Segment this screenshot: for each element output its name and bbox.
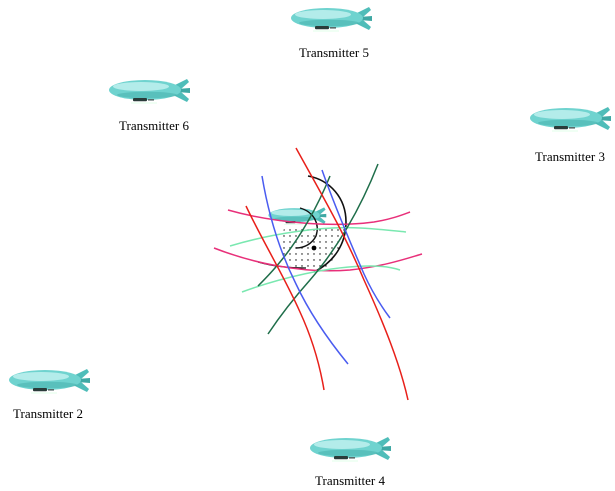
curve-pink-lower xyxy=(213,247,423,272)
transmitter-4: Transmitter 4 xyxy=(309,436,392,488)
transmitter-label: Transmitter 6 xyxy=(119,118,189,133)
transmitter-5: Transmitter 5 xyxy=(290,6,373,60)
curve-red-1 xyxy=(295,147,409,401)
blimp-icon xyxy=(529,106,612,132)
transmitter-6: Transmitter 6 xyxy=(108,78,191,133)
blimp-icon xyxy=(290,6,373,32)
transmitter-2: Transmitter 2 xyxy=(8,368,91,421)
transmitter-3: Transmitter 3 xyxy=(529,106,612,164)
blimp-icon xyxy=(8,368,91,394)
transmitter-label: Transmitter 4 xyxy=(315,473,385,488)
blimp-icon xyxy=(108,78,191,104)
estimate-point-icon xyxy=(311,245,317,251)
curve-blue-2 xyxy=(321,169,391,319)
transmitter-label: Transmitter 5 xyxy=(299,45,369,60)
curve-pink-upper xyxy=(227,209,411,226)
curve-darkgreen-1 xyxy=(267,163,379,335)
curve-blue-1 xyxy=(261,175,349,365)
curve-red-2 xyxy=(245,205,325,391)
localization-region xyxy=(213,147,423,401)
blimp-icon xyxy=(309,436,392,462)
transmitter-label: Transmitter 3 xyxy=(535,149,605,164)
curve-black-outer xyxy=(307,175,347,273)
curve-black-inner xyxy=(295,207,318,249)
transmitter-label: Transmitter 2 xyxy=(13,406,83,421)
curve-darkgreen-2 xyxy=(257,175,331,287)
